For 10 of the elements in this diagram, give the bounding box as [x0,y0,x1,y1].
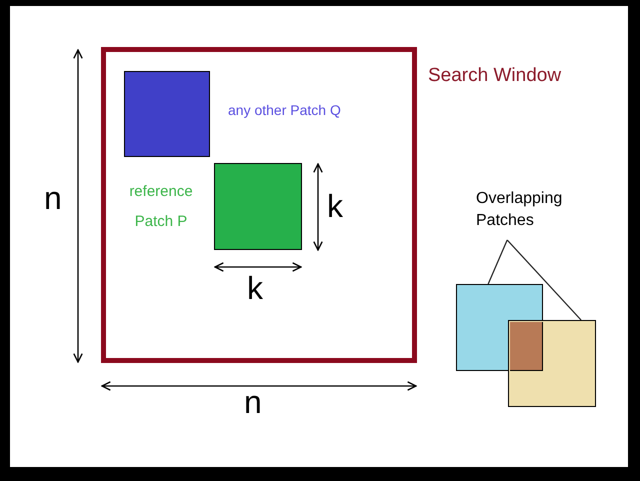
dimension-label: n [44,179,62,218]
node-label: Overlapping Patches [476,189,564,231]
dimension-label: k [327,187,343,226]
dimension-label: n [244,383,262,422]
patch-label: any other Patch Q [228,101,341,120]
leader-line [506,240,582,320]
dimension-label: k [247,269,263,308]
patch-label: reference Patch P [128,182,194,232]
node-label: Search Window [428,64,562,88]
leader-line [488,240,508,284]
